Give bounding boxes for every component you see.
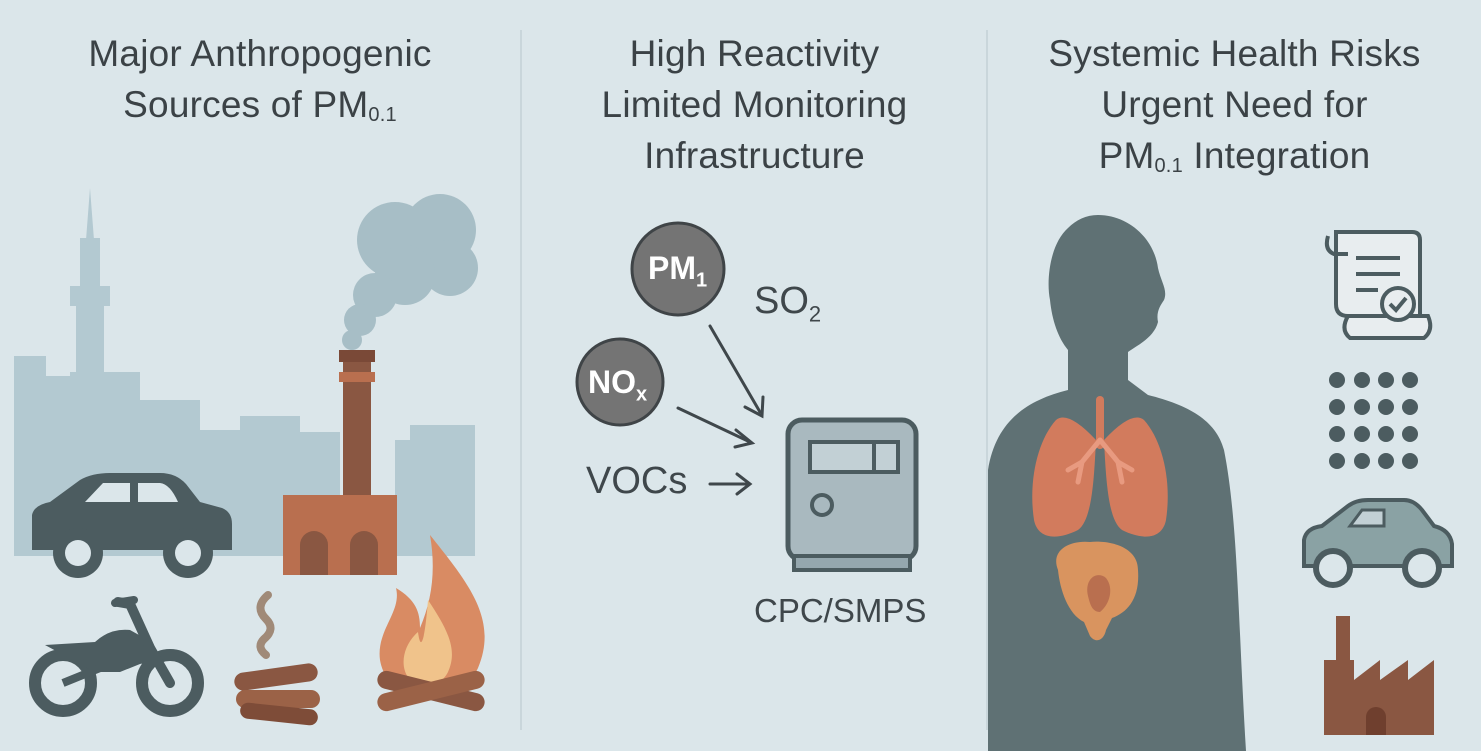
sensor-grid-icon [1329, 372, 1418, 469]
pm1-circle [630, 221, 726, 317]
motorcycle-icon [29, 596, 204, 717]
sources-title-line1: Major Anthropogenic [88, 33, 432, 74]
instrument-label: CPC/SMPS [754, 592, 927, 629]
arrow-icon [676, 324, 765, 496]
monitor-instrument-icon [785, 417, 919, 572]
so2-label-sub: 2 [808, 301, 822, 327]
nox-circle [575, 337, 665, 427]
health-title-line2: Urgent Need for [1101, 84, 1368, 125]
reactivity-title: High Reactivity Limited Monitoring Infra… [522, 28, 987, 181]
reactivity-title-line2: Limited Monitoring [601, 84, 908, 125]
nox-label-main: NO [588, 364, 636, 400]
health-title: Systemic Health Risks Urgent Need for PM… [988, 28, 1481, 192]
brain-icon [1056, 541, 1139, 641]
sources-title: Major Anthropogenic Sources of PM0.1 [0, 28, 520, 141]
divider-left [520, 30, 522, 730]
health-title-line3-rest: Integration [1182, 135, 1371, 176]
smoke-cloud-icon [342, 194, 478, 350]
reactivity-title-line3: Infrastructure [644, 135, 865, 176]
policy-document-icon [1324, 230, 1433, 340]
pm1-label: PM1 [648, 250, 707, 292]
divider-right [986, 30, 988, 730]
health-title-line3-main: PM [1098, 135, 1155, 176]
pm1-label-sub: 1 [696, 269, 708, 292]
smoldering-wood-icon [234, 591, 320, 726]
nox-label-sub: x [636, 383, 648, 406]
factory-icon [1324, 616, 1434, 735]
reactivity-title-line1: High Reactivity [629, 33, 880, 74]
vocs-label: VOCs [586, 460, 688, 502]
nox-label: NOx [588, 364, 647, 406]
panel-reactivity: High Reactivity Limited Monitoring Infra… [522, 0, 987, 751]
so2-label: SO2 [754, 280, 821, 328]
health-title-line3: PM0.1 Integration [988, 130, 1481, 192]
sources-title-line2-main: Sources of PM [123, 84, 369, 125]
health-title-line1: Systemic Health Risks [1048, 33, 1421, 74]
health-title-line3-sub: 0.1 [1154, 155, 1183, 177]
panel-health: Systemic Health Risks Urgent Need for PM… [988, 0, 1481, 751]
car-icon [1302, 498, 1454, 588]
sources-title-line2-sub: 0.1 [368, 104, 397, 126]
so2-label-main: SO [754, 280, 809, 322]
car-icon [32, 473, 232, 578]
sources-title-line2: Sources of PM0.1 [0, 79, 520, 141]
panel-sources: Major Anthropogenic Sources of PM0.1 [0, 0, 520, 751]
lungs-icon [1032, 396, 1168, 537]
campfire-icon [377, 535, 485, 712]
factory-icon [283, 350, 397, 575]
pm1-label-main: PM [648, 250, 696, 286]
